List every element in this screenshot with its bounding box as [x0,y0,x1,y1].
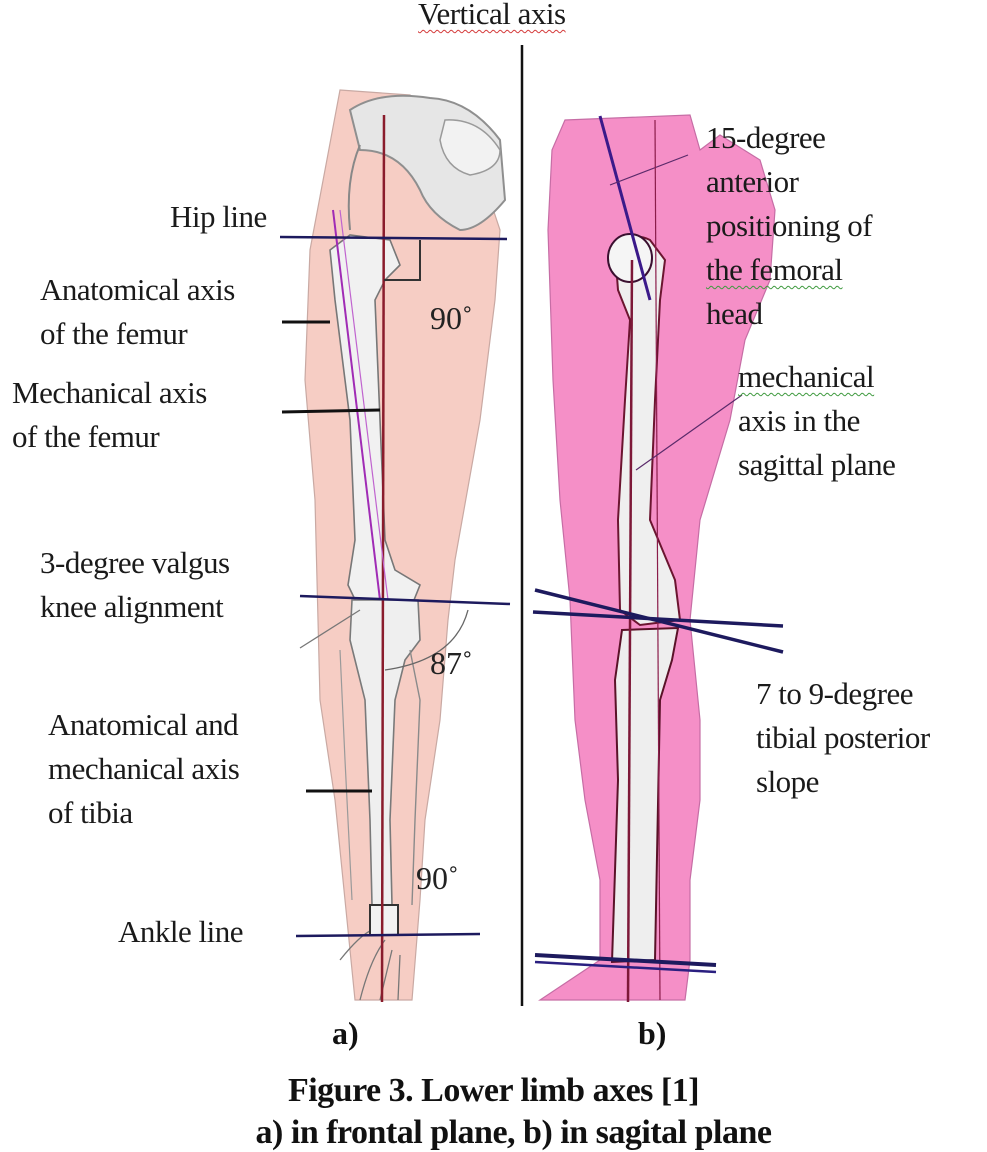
hip-angle-label: 90˚ [430,300,473,336]
figure-caption-subtitle: a) in frontal plane, b) in sagital plane [255,1114,772,1151]
knee-angle-label: 87˚ [430,645,473,681]
frontal-leg-illustration [279,89,511,1003]
ankle-angle-label: 90˚ [416,860,459,896]
femoral-head-label: 15-degree anterior positioning of the fe… [706,120,873,331]
sagittal-leg-illustration [532,114,784,1003]
vertical-axis-label: Vertical axis [418,0,566,31]
anatomical-axis-femur-label: Anatomical axis of the femur [40,272,235,351]
ankle-line-label: Ankle line [118,914,244,949]
tibia-axis-label: Anatomical and mechanical axis of tibia [48,707,240,830]
figure-caption-title: Figure 3. Lower limb axes [1] [287,1072,700,1109]
panel-a-tag: a) [332,1015,359,1051]
panel-b-tag: b) [638,1015,667,1051]
sagittal-axis-label: mechanical axis in the sagittal plane [738,359,896,482]
mechanical-axis-femur-label: Mechanical axis of the femur [12,375,207,454]
valgus-knee-label: 3-degree valgus knee alignment [40,545,230,624]
hip-line-label: Hip line [170,199,267,234]
tibial-slope-label: 7 to 9-degree tibial posterior slope [756,676,930,799]
